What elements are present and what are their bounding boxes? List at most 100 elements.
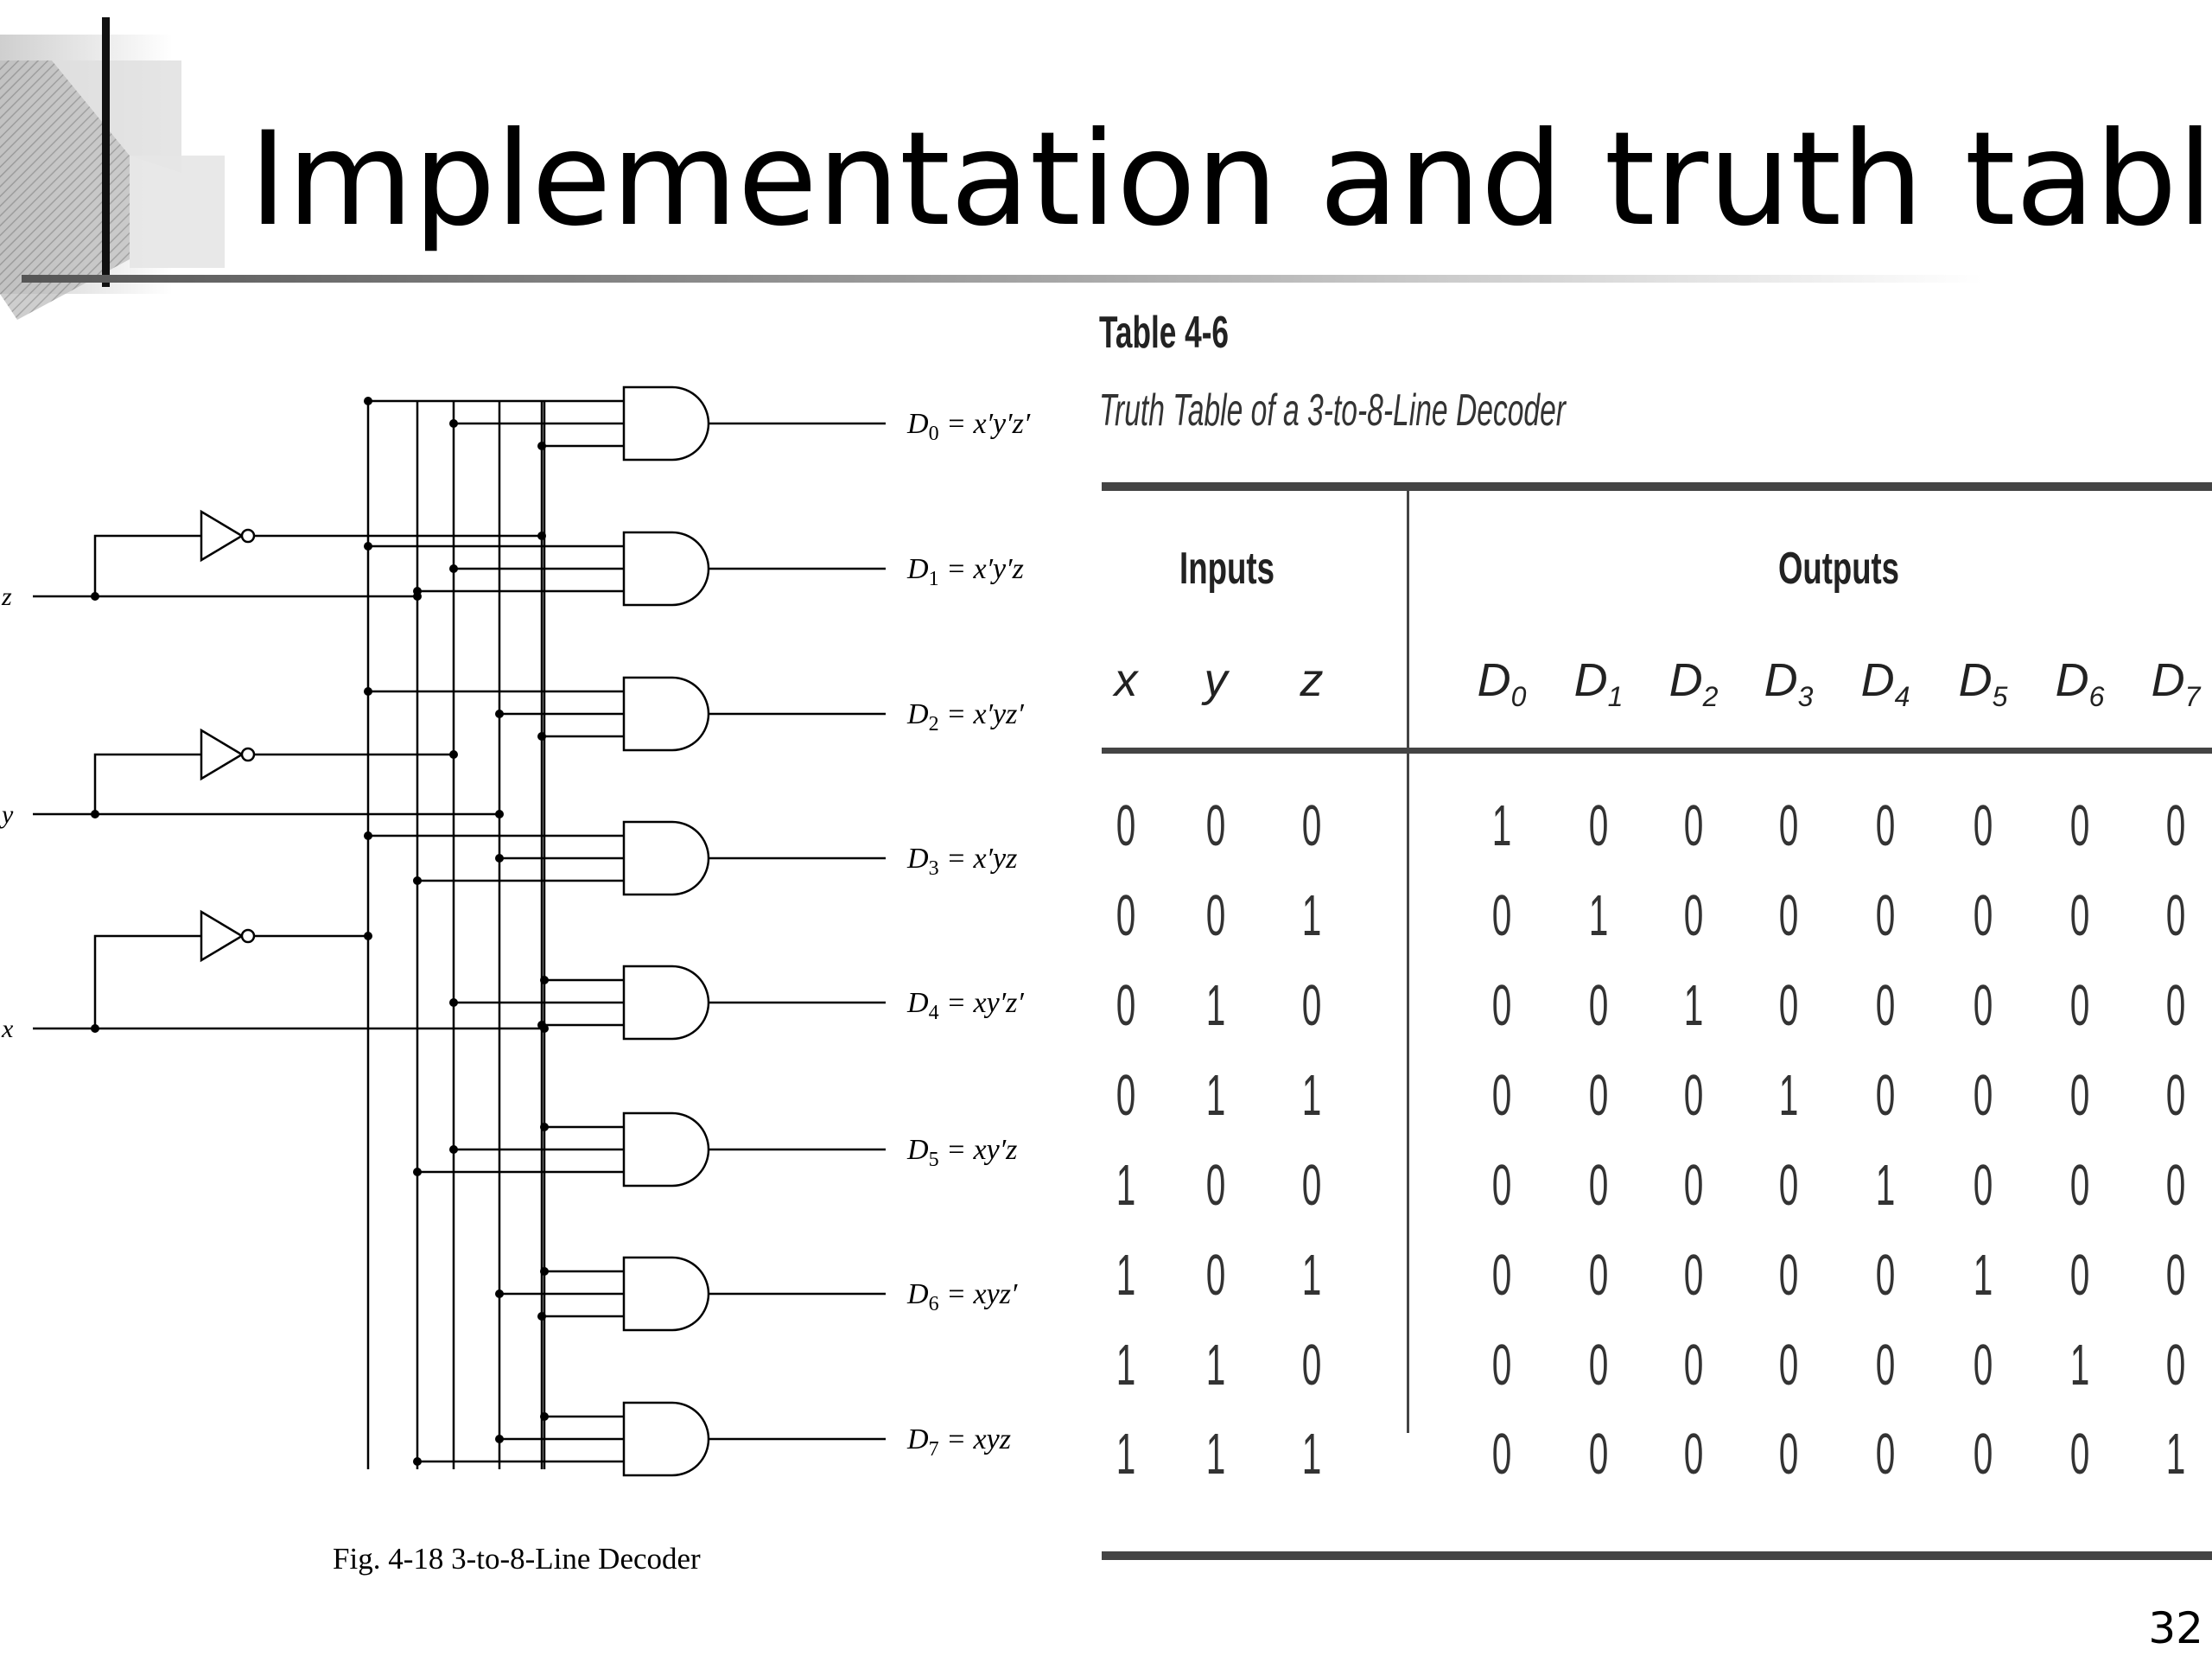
output-label-d3: D3 = x′yz <box>906 843 1017 880</box>
table-cell: 0 <box>1302 1153 1322 1218</box>
input-label-x: x <box>1 1015 14 1043</box>
junction-dot <box>91 592 99 601</box>
table-cell: 0 <box>1684 1063 1704 1128</box>
table-cell: 1 <box>1206 1063 1226 1128</box>
header-horizontal-rule <box>22 275 1983 283</box>
table-cell: 1 <box>2166 1422 2186 1487</box>
table-cell: 0 <box>2070 1063 2090 1128</box>
col-header-d5: D5 <box>1959 654 2008 712</box>
table-cell: 0 <box>2166 1153 2186 1218</box>
table-cell: 0 <box>1684 1333 1704 1398</box>
input-label-y: y <box>0 800 14 829</box>
table-cell: 0 <box>1492 1063 1512 1128</box>
table-cell: 1 <box>1206 973 1226 1038</box>
table-cell: 0 <box>1684 1243 1704 1308</box>
table-cell: 1 <box>1116 1333 1136 1398</box>
table-bottom-rule <box>1102 1551 2212 1560</box>
table-cell: 0 <box>1492 1153 1512 1218</box>
table-cell: 1 <box>1684 973 1704 1038</box>
table-cell: 0 <box>2070 1153 2090 1218</box>
table-cell: 0 <box>1974 1063 1993 1128</box>
and-gate-d7 <box>622 1401 710 1477</box>
table-cell: 0 <box>2070 883 2090 948</box>
table-cell: 1 <box>1116 1422 1136 1487</box>
table-cell: 0 <box>1974 883 1993 948</box>
table-cell: 1 <box>1876 1153 1896 1218</box>
table-vertical-divider <box>1407 491 1409 1433</box>
slide-header-decoration <box>0 17 1983 320</box>
and-gate-d3 <box>622 820 710 896</box>
slide-number: 32 <box>2148 1603 2203 1653</box>
truth-table: Table 4-6 Truth Table of a 3-to-8-Line D… <box>1099 311 2212 1560</box>
table-cell: 1 <box>1589 883 1609 948</box>
table-cell: 0 <box>1876 1063 1896 1128</box>
col-header-z: z <box>1300 654 1324 706</box>
figure-caption: Fig. 4-18 3-to-8-Line Decoder <box>333 1542 701 1576</box>
table-cell: 0 <box>1876 1243 1896 1308</box>
table-cell: 0 <box>2166 883 2186 948</box>
and-gate-d6 <box>622 1256 710 1332</box>
table-cell: 0 <box>2070 1243 2090 1308</box>
table-cell: 1 <box>1206 1422 1226 1487</box>
header-vertical-rule <box>102 17 110 287</box>
table-cell: 0 <box>1779 793 1799 858</box>
and-gate-d2 <box>622 676 710 752</box>
table-cell: 0 <box>2166 1333 2186 1398</box>
table-cell: 0 <box>2166 973 2186 1038</box>
branch-wire-x <box>93 934 201 1028</box>
col-header-d1: D1 <box>1574 654 1624 712</box>
table-cell: 0 <box>1492 973 1512 1038</box>
branch-wire-z <box>93 534 201 596</box>
table-cell: 1 <box>1302 1063 1322 1128</box>
col-header-x: x <box>1112 654 1140 706</box>
output-label-d6: D6 = xyz′ <box>906 1278 1018 1315</box>
table-cell: 0 <box>2070 1422 2090 1487</box>
col-header-y: y <box>1201 654 1230 706</box>
table-cell: 0 <box>1589 973 1609 1038</box>
table-cell: 0 <box>1684 1422 1704 1487</box>
table-cell: 0 <box>1684 1153 1704 1218</box>
table-cell: 0 <box>1589 1153 1609 1218</box>
table-cell: 0 <box>1116 793 1136 858</box>
table-cell: 1 <box>1302 1243 1322 1308</box>
table-cell: 0 <box>1206 883 1226 948</box>
and-gate-d4 <box>622 965 710 1041</box>
table-cell: 0 <box>1492 1333 1512 1398</box>
inverter-z <box>200 509 256 563</box>
table-cell: 0 <box>1876 793 1896 858</box>
table-cell: 0 <box>1779 1333 1799 1398</box>
table-cell: 0 <box>1684 883 1704 948</box>
outputs-header: Outputs <box>1778 544 1899 594</box>
table-label: Table 4-6 <box>1099 311 1229 358</box>
table-cell: 1 <box>1492 793 1512 858</box>
table-cell: 0 <box>2070 973 2090 1038</box>
table-cell: 0 <box>1492 1422 1512 1487</box>
table-cell: 0 <box>1206 1243 1226 1308</box>
inverter-x <box>200 909 256 963</box>
table-top-rule <box>1102 482 2212 491</box>
and-gate-d5 <box>622 1111 710 1188</box>
table-cell: 0 <box>2166 1243 2186 1308</box>
table-cell: 0 <box>1876 973 1896 1038</box>
junction-dot <box>91 810 99 818</box>
table-cell: 0 <box>1589 1063 1609 1128</box>
slide-title: Implementation and truth table <box>249 105 2212 255</box>
table-cell: 0 <box>1779 883 1799 948</box>
table-cell: 0 <box>1589 1333 1609 1398</box>
table-cell: 0 <box>1492 1243 1512 1308</box>
table-cell: 0 <box>1974 1333 1993 1398</box>
table-cell: 0 <box>1974 973 1993 1038</box>
table-cell: 0 <box>1492 883 1512 948</box>
table-title: Truth Table of a 3-to-8-Line Decoder <box>1099 385 1567 436</box>
table-cell: 0 <box>1779 1243 1799 1308</box>
table-header-rule <box>1102 748 2212 754</box>
corner-graphic <box>0 35 225 320</box>
table-cell: 0 <box>1589 1243 1609 1308</box>
table-cell: 1 <box>2070 1333 2090 1398</box>
